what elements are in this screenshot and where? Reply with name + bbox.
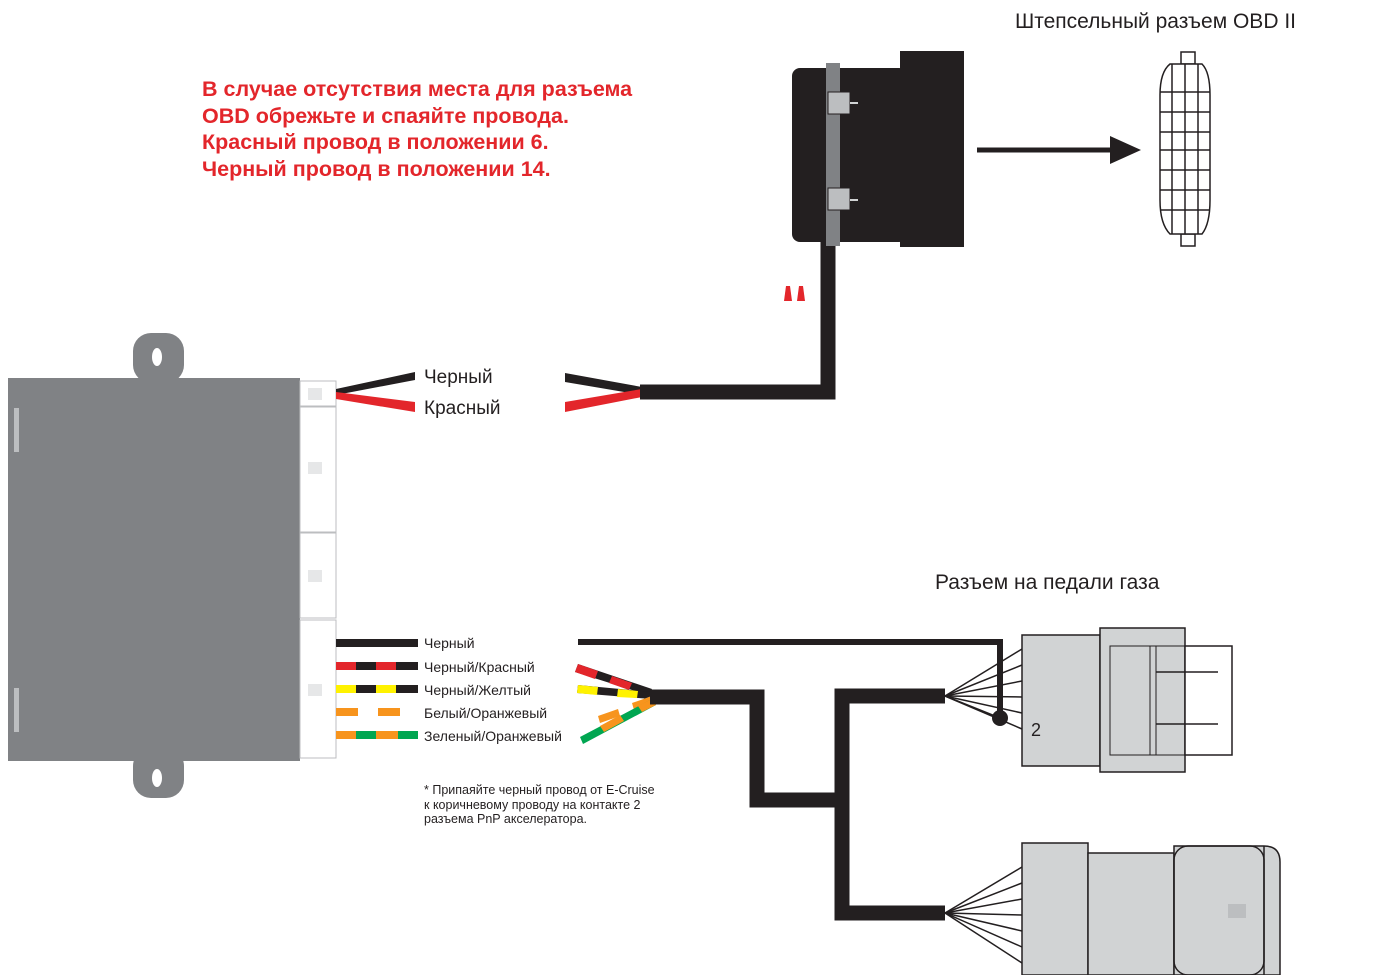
footnote-line: разъема PnP акселератора.	[424, 812, 588, 826]
footnote-line: к коричневому проводу на контакте 2	[424, 797, 641, 812]
pedal-wires-module-side	[336, 639, 418, 739]
fanout-lower	[944, 866, 1023, 964]
pedal-wire-label: Белый/Оранжевый	[424, 705, 548, 721]
obd-wires-plug-side	[565, 373, 642, 412]
pedal-wire-label: Зеленый/Оранжевый	[424, 728, 562, 744]
control-module	[8, 333, 300, 798]
fanout-upper	[944, 648, 1023, 730]
module-ports	[299, 380, 337, 759]
mount-hole-bottom	[152, 769, 162, 787]
pedal-wires-converging	[575, 664, 656, 744]
pedal-main-harness	[650, 688, 945, 921]
obd-wire-label-black: Черный	[424, 367, 493, 388]
pedal-connector-title: Разъем на педали газа	[935, 571, 1160, 594]
direction-arrow	[977, 136, 1141, 164]
obd-plug-outline	[1159, 51, 1211, 247]
warning-note: В случае отсутствия места для разъема OB…	[202, 76, 632, 182]
warning-note-line: В случае отсутствия места для разъема	[202, 77, 633, 101]
obd-wires-module-side	[336, 372, 415, 412]
pedal-connector-lower	[1021, 842, 1281, 975]
obd-wire-label-red: Красный	[424, 398, 501, 419]
solder-footnote: * Припаяйте черный провод от E-Cruise к …	[424, 783, 655, 827]
warning-note-line: Черный провод в положении 14.	[202, 156, 551, 181]
footnote-line: * Припаяйте черный провод от E-Cruise	[424, 783, 655, 797]
pedal-wire-label: Черный/Желтый	[424, 682, 531, 698]
obd-main-cable	[640, 240, 836, 400]
obd-plug-title: Штепсельный разъем OBD II	[1015, 10, 1296, 33]
obd-connector-body	[792, 51, 964, 247]
black-ground-wire	[578, 639, 1003, 718]
warning-note-line: OBD обрежьте и спаяйте провода.	[202, 103, 569, 128]
pedal-connector-upper	[1021, 627, 1233, 773]
warning-note-line: Красный провод в положении 6.	[202, 130, 549, 154]
pedal-wire-label: Черный	[424, 635, 475, 651]
pedal-wire-label: Черный/Красный	[424, 659, 535, 675]
mount-hole-top	[152, 348, 162, 366]
red-pin-marks	[784, 286, 805, 301]
pin-number-label: 2	[1031, 720, 1042, 740]
